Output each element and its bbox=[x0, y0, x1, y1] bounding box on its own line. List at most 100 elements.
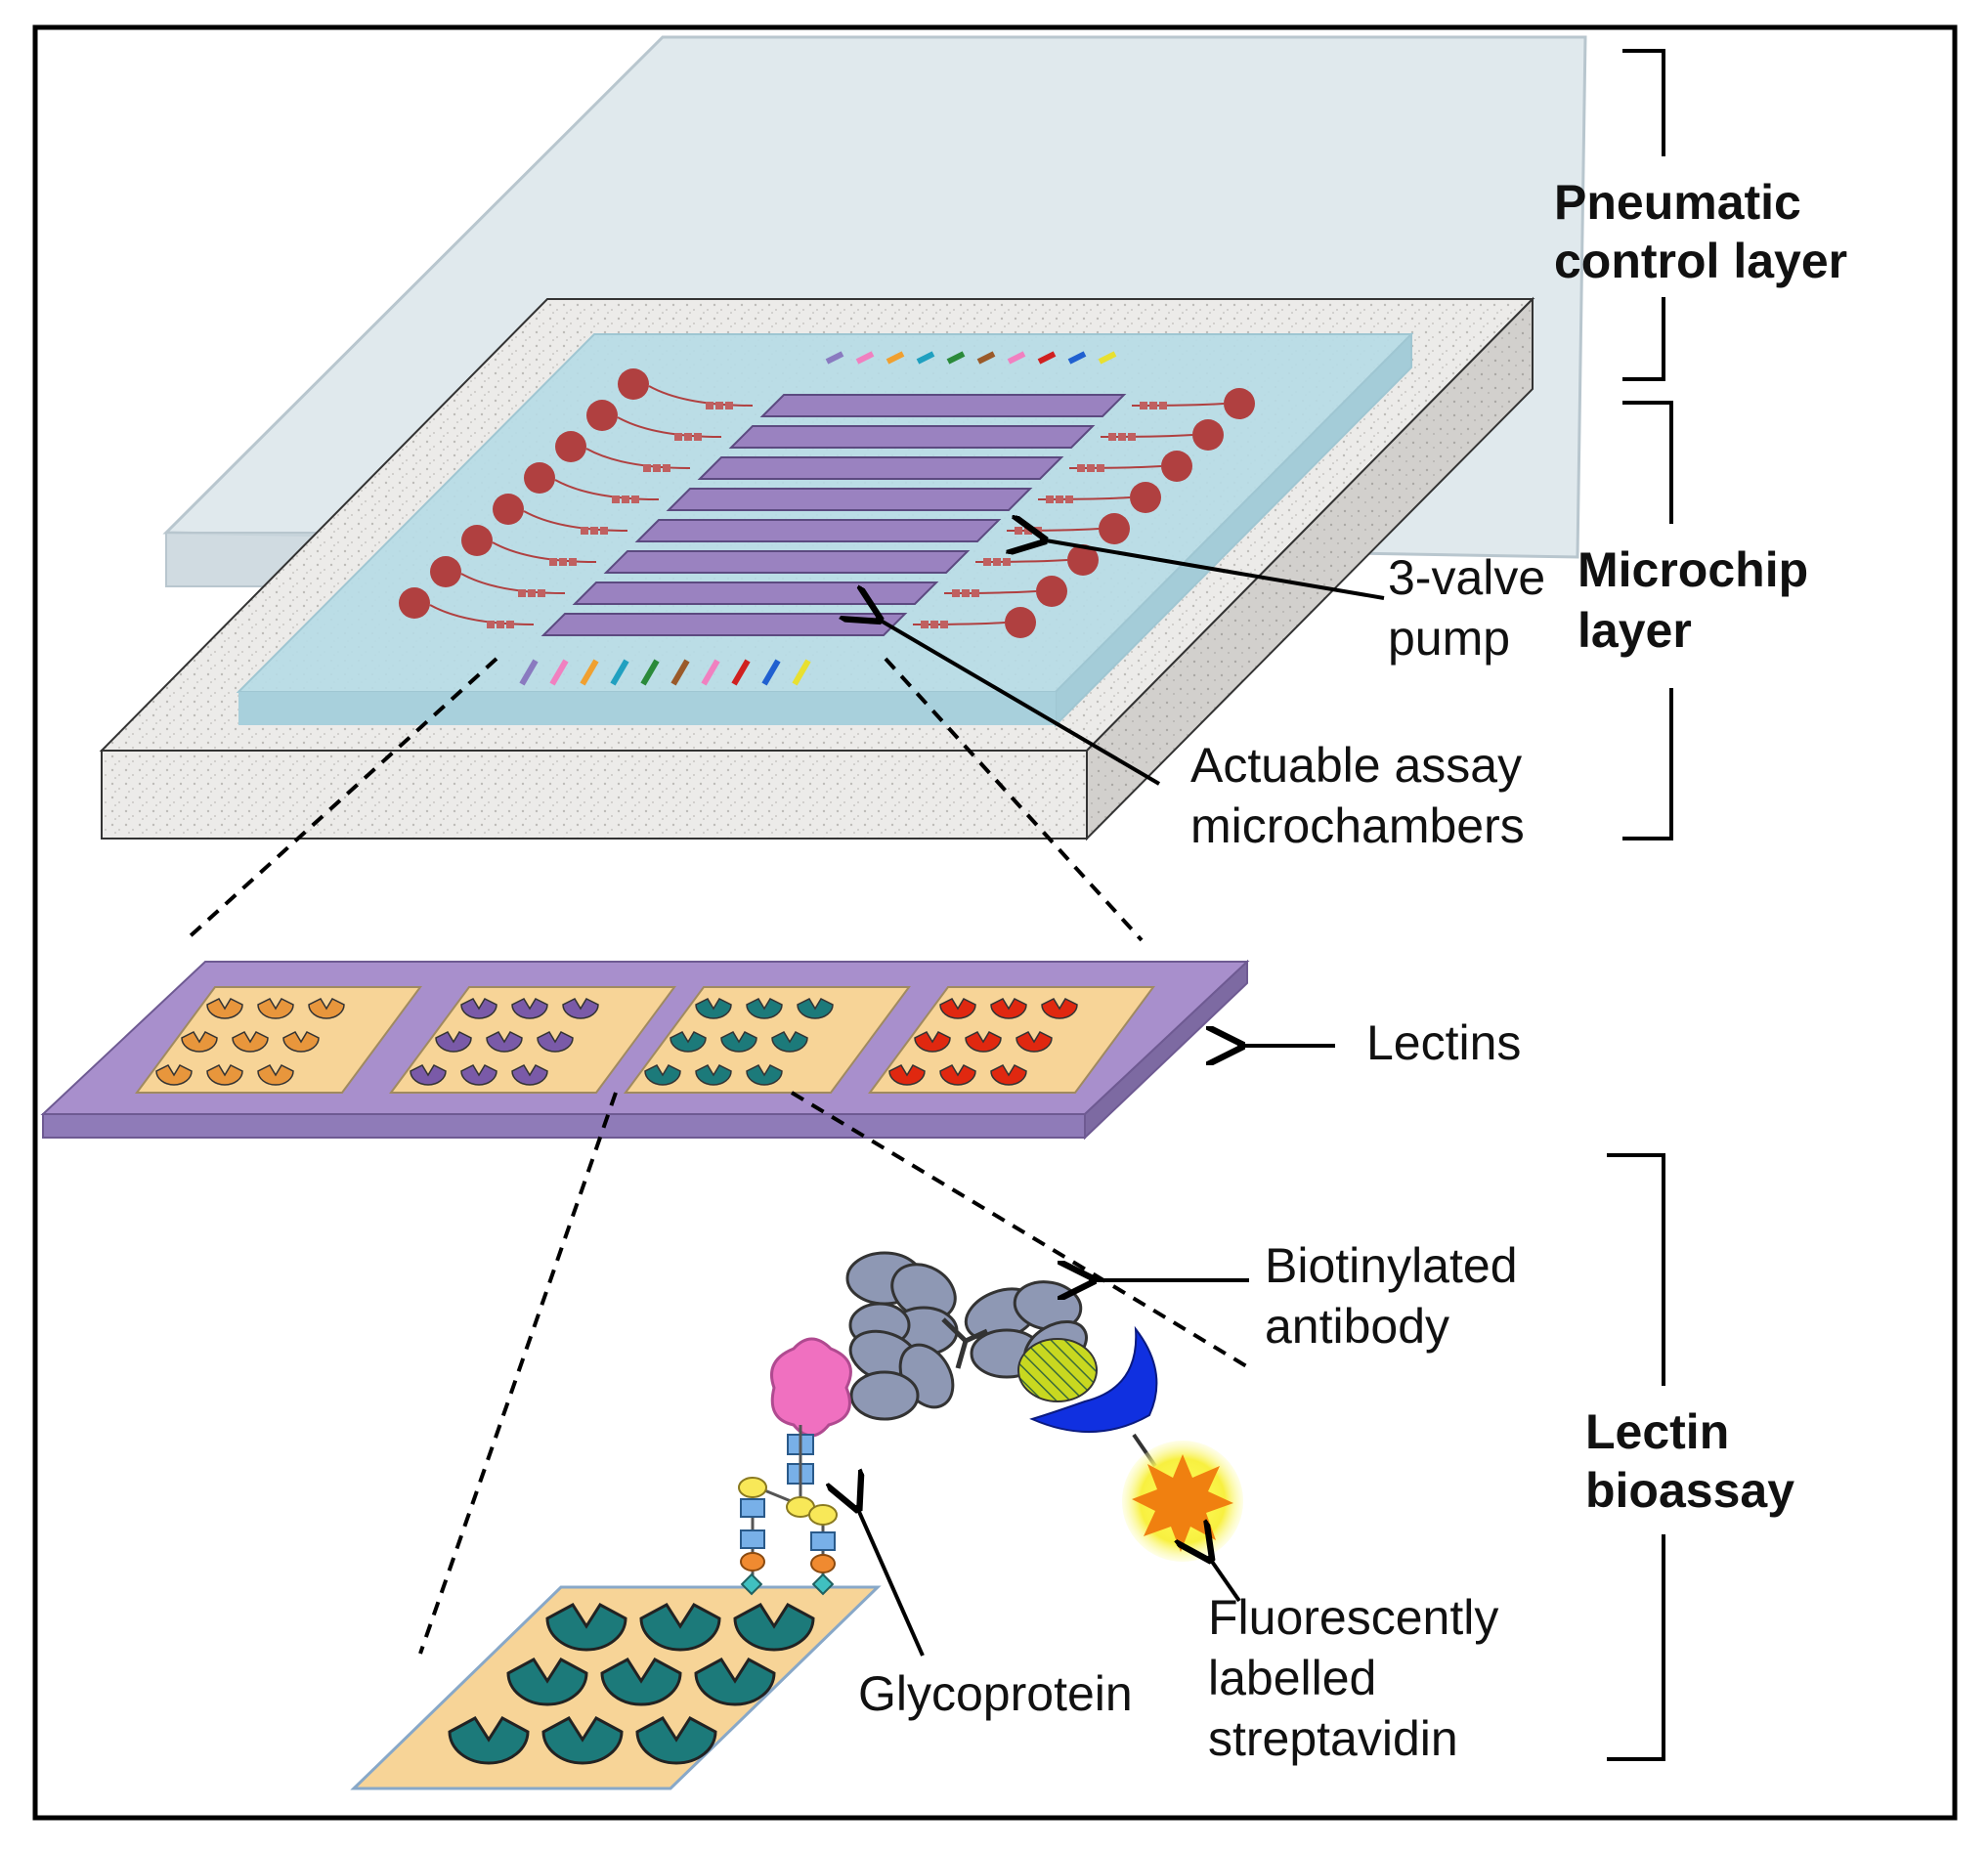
pneumatic-layer-subtitle: control layer bbox=[1554, 234, 1847, 288]
lectin bbox=[257, 998, 294, 1019]
lectin bbox=[771, 1031, 808, 1053]
pump-label-line2: pump bbox=[1388, 611, 1510, 666]
lectin bbox=[670, 1031, 707, 1053]
valve bbox=[983, 558, 991, 566]
inlet-channel-left bbox=[460, 573, 566, 594]
lectin bbox=[639, 1603, 721, 1652]
lectin bbox=[695, 998, 732, 1019]
inlet-line-top bbox=[825, 351, 844, 365]
chamber-pads bbox=[135, 986, 1155, 1094]
chamber-pad bbox=[389, 986, 676, 1094]
chambers-label-line1: Actuable assay bbox=[1190, 738, 1522, 793]
zoom-guides bbox=[184, 657, 1255, 1655]
lectin bbox=[257, 1064, 294, 1086]
lectin bbox=[720, 1031, 757, 1053]
outlet-port-right bbox=[1099, 513, 1130, 544]
valve bbox=[674, 433, 682, 441]
valve bbox=[590, 527, 598, 535]
lectin bbox=[733, 1603, 815, 1652]
inlet-channel-left bbox=[492, 541, 597, 563]
biotinylated-antibody bbox=[845, 1251, 1098, 1421]
microchip-layer-title: Microchip bbox=[1577, 542, 1808, 597]
inlet-channel-left bbox=[429, 604, 535, 625]
lectin bbox=[939, 1064, 976, 1086]
valve bbox=[684, 433, 692, 441]
inlet-port-left bbox=[399, 587, 430, 619]
inlet-line-top bbox=[976, 351, 996, 365]
inlet-line-top bbox=[916, 351, 935, 365]
layer-brackets bbox=[1607, 49, 1673, 1761]
inlet-line-bottom bbox=[731, 659, 751, 686]
bioassay-title: Lectin bbox=[1585, 1404, 1729, 1459]
assay-microchamber bbox=[759, 394, 1127, 417]
microchip-layer-subtitle: layer bbox=[1577, 603, 1692, 658]
inlet-line-bottom bbox=[761, 659, 781, 686]
lectin bbox=[410, 1064, 447, 1086]
valve bbox=[940, 621, 948, 628]
lectin bbox=[1041, 998, 1078, 1019]
valve bbox=[631, 495, 639, 503]
inlet-port-left bbox=[555, 431, 586, 462]
valve bbox=[694, 433, 702, 441]
lectin bbox=[308, 998, 345, 1019]
lectin bbox=[746, 1064, 783, 1086]
inlet-port-left bbox=[430, 556, 461, 587]
valve bbox=[663, 464, 670, 472]
inlet-line-bottom bbox=[519, 659, 539, 686]
lectin bbox=[746, 998, 783, 1019]
lectin bbox=[939, 998, 976, 1019]
inlet-line-top bbox=[1007, 351, 1026, 365]
inlet-channel-left bbox=[617, 416, 722, 438]
assay-microchamber bbox=[572, 581, 939, 605]
valve bbox=[612, 495, 620, 503]
lectin bbox=[965, 1031, 1002, 1053]
pneumatic-layer-title: Pneumatic bbox=[1554, 175, 1801, 230]
glass-slide bbox=[236, 331, 1414, 728]
valve bbox=[1003, 558, 1011, 566]
lectin bbox=[511, 998, 548, 1019]
valve bbox=[921, 621, 929, 628]
streptavidin-arrow bbox=[1208, 1556, 1241, 1603]
inlet-line-bottom bbox=[549, 659, 569, 686]
lectin bbox=[888, 1064, 926, 1086]
pump-arrow bbox=[1040, 539, 1385, 600]
outlet-port-right bbox=[1036, 576, 1067, 607]
inlet-line-top bbox=[855, 351, 875, 365]
lectin bbox=[206, 1064, 243, 1086]
glycoprotein-label: Glycoprotein bbox=[858, 1666, 1133, 1721]
assay-microchamber bbox=[603, 550, 971, 574]
lectin bbox=[282, 1031, 320, 1053]
lectin bbox=[181, 1031, 218, 1053]
inlet-line-bottom bbox=[792, 659, 811, 686]
lectin bbox=[600, 1658, 682, 1706]
antibody-label-line2: antibody bbox=[1265, 1299, 1449, 1354]
streptavidin-label-line3: streptavidin bbox=[1208, 1711, 1458, 1766]
valve bbox=[706, 402, 713, 409]
assay-microchamber bbox=[697, 456, 1064, 480]
outlet-port-right bbox=[1067, 544, 1099, 576]
inlet-line-bottom bbox=[580, 659, 599, 686]
lectin bbox=[460, 1064, 497, 1086]
inlet-channel-left bbox=[585, 448, 691, 469]
callout-arrows bbox=[856, 539, 1385, 1657]
valve bbox=[1065, 495, 1073, 503]
lectin bbox=[486, 1031, 523, 1053]
valve bbox=[643, 464, 651, 472]
inlet-line-bottom bbox=[670, 659, 690, 686]
pump-label-line1: 3-valve bbox=[1388, 550, 1545, 605]
valve bbox=[715, 402, 723, 409]
valve bbox=[972, 589, 979, 597]
inlet-line-bottom bbox=[640, 659, 660, 686]
zoomed-lectins bbox=[448, 1603, 815, 1765]
valve bbox=[1097, 464, 1104, 472]
streptavidin-label-line1: Fluorescently bbox=[1208, 1590, 1498, 1645]
chambers-arrow bbox=[876, 618, 1161, 786]
assay-microchamber bbox=[540, 613, 908, 636]
inlet-line-bottom bbox=[701, 659, 720, 686]
lectin bbox=[460, 998, 497, 1019]
outlet-port-right bbox=[1130, 482, 1161, 513]
assay-microchamber bbox=[634, 519, 1002, 542]
valve bbox=[518, 589, 526, 597]
inlet-port-left bbox=[461, 525, 493, 556]
